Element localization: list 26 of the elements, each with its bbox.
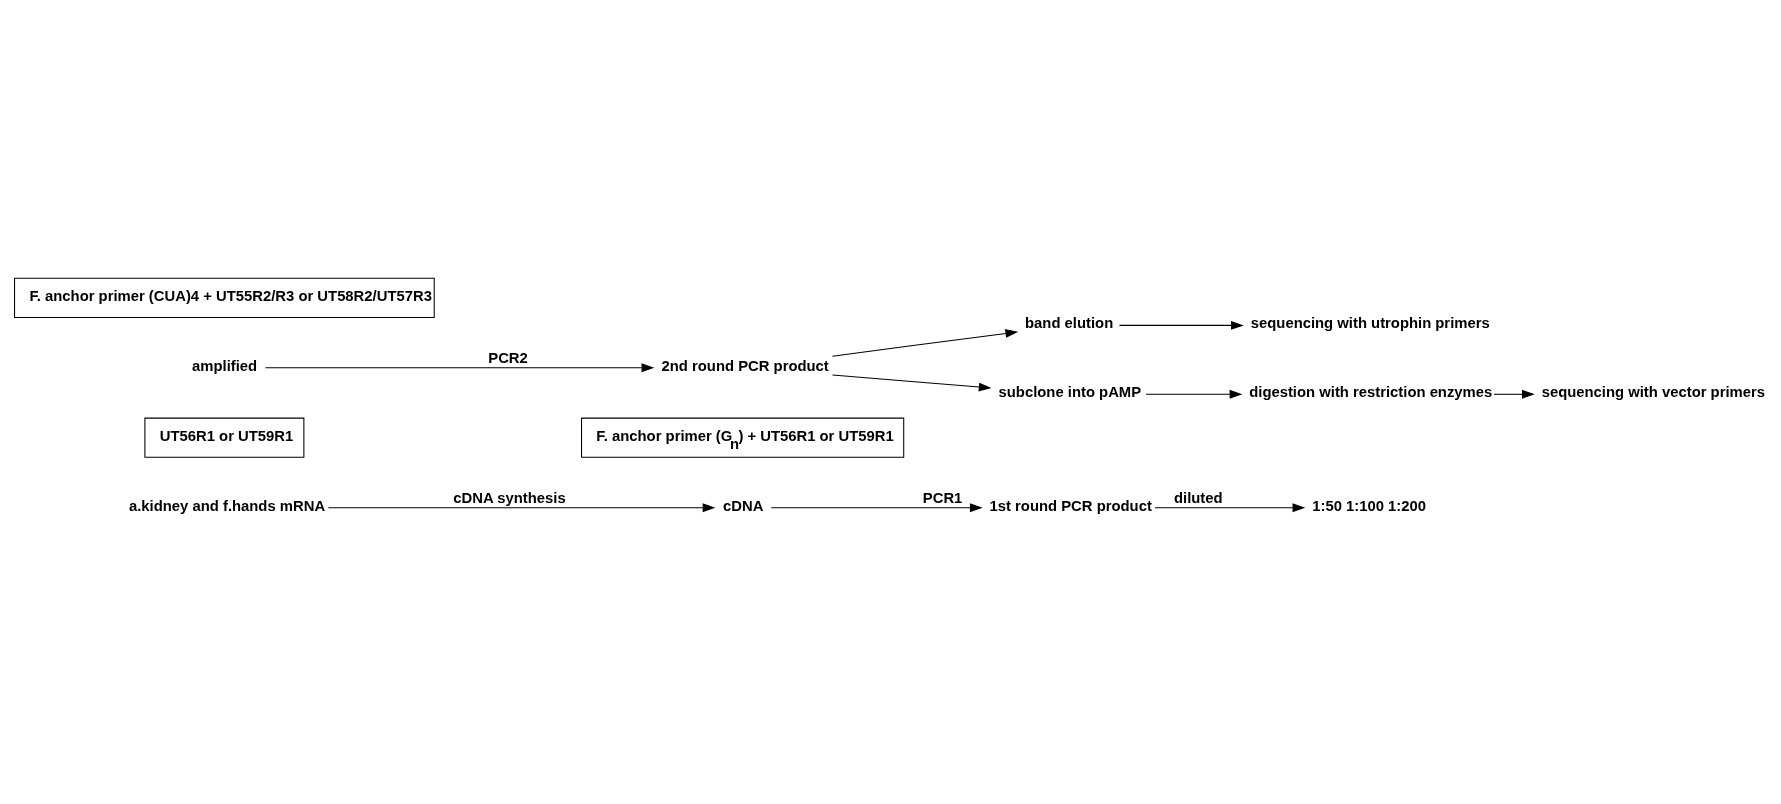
node-text: subclone into pAMP	[998, 383, 1141, 400]
arrow	[1154, 502, 1305, 512]
arrow	[1493, 389, 1535, 399]
node-box: UT56R1 or UT59R1	[143, 417, 304, 458]
arrow	[1118, 320, 1244, 330]
arrow	[831, 374, 991, 391]
node-text: sequencing with utrophin primers	[1250, 314, 1490, 331]
node-text: band elution	[1024, 314, 1113, 331]
node-text: digestion with restriction enzymes	[1248, 383, 1492, 400]
arrow	[770, 502, 983, 512]
node-text: a.kidney and f.hands mRNA	[128, 497, 325, 514]
node-text: 1st round PCR product	[989, 497, 1152, 514]
arrow	[264, 362, 654, 372]
arrow	[327, 502, 715, 512]
node-box: F. anchor primer (CUA)4 + UT55R2/R3 or UT58R2/UT57R3	[13, 277, 435, 318]
edge-label: cDNA synthesis	[452, 489, 566, 506]
edge-label: PCR1	[922, 489, 962, 506]
arrow	[1144, 389, 1242, 399]
edge-label: PCR2	[487, 349, 528, 366]
node-text: 2nd round PCR product	[661, 357, 829, 374]
node-text: cDNA	[722, 497, 763, 514]
node-text: 1:50 1:100 1:200	[1311, 497, 1426, 514]
edge-label: diluted	[1173, 489, 1223, 506]
arrow	[831, 328, 1018, 357]
node-text: amplified	[191, 357, 257, 374]
node-text: sequencing with vector primers	[1541, 383, 1765, 400]
